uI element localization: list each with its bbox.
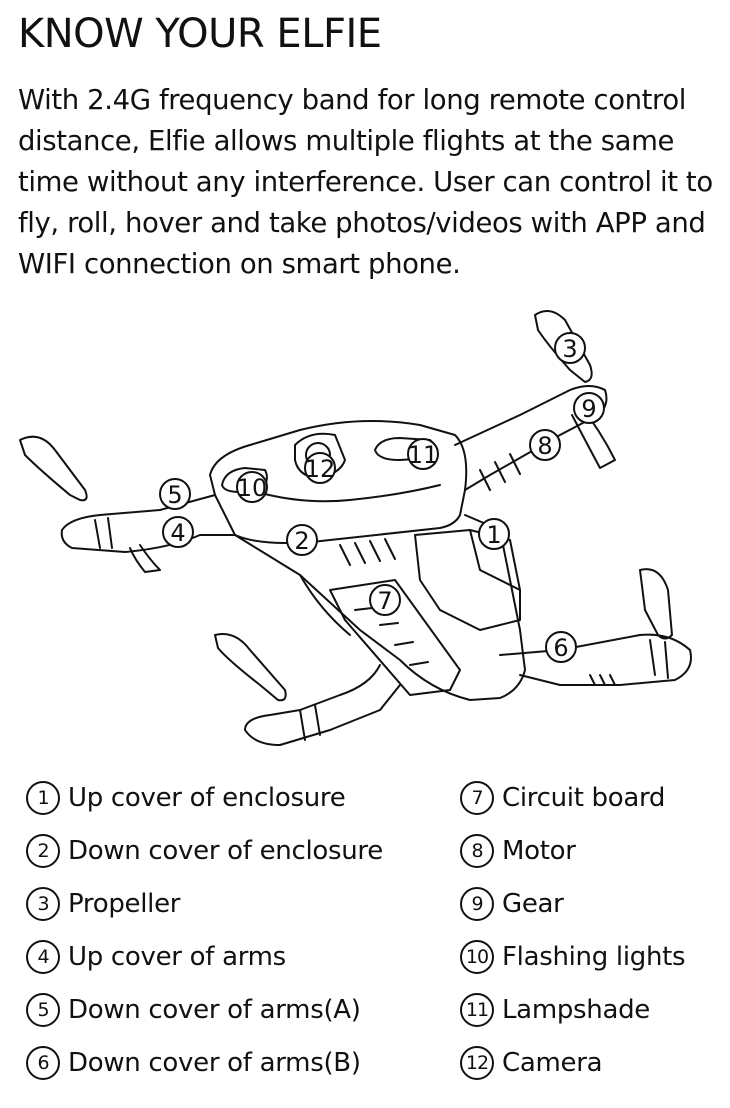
- flashing-light: [221, 467, 268, 493]
- callout-4: [162, 516, 194, 548]
- page-title: KNOW YOUR ELFIE: [18, 11, 382, 57]
- callout-7: [369, 584, 401, 616]
- callout-12-label: 12: [305, 455, 336, 483]
- legend-number: 2: [26, 834, 60, 868]
- callout-10-label: 10: [237, 474, 268, 502]
- callout-11: [407, 438, 439, 470]
- legend-number: 4: [26, 940, 60, 974]
- legend-label: Propeller: [68, 889, 181, 919]
- callout-12: [304, 452, 336, 484]
- callout-3-label: 3: [562, 335, 577, 363]
- legend-label: Up cover of arms: [68, 942, 286, 972]
- legend-item: 1 Up cover of enclosure: [26, 778, 346, 818]
- callout-5-label: 5: [167, 481, 182, 509]
- legend-item: 10 Flashing lights: [460, 937, 686, 977]
- legend-item: 12 Camera: [460, 1043, 603, 1083]
- legend-number: 7: [460, 781, 494, 815]
- intro-paragraph: With 2.4G frequency band for long remote…: [18, 84, 713, 280]
- callout-2: [286, 524, 318, 556]
- callout-6-label: 6: [553, 634, 568, 662]
- legend-label: Up cover of enclosure: [68, 783, 346, 813]
- legend-item: 3 Propeller: [26, 884, 180, 924]
- legend-label: Circuit board: [502, 783, 666, 813]
- legend-label: Down cover of enclosure: [68, 836, 383, 866]
- callout-5: [159, 478, 191, 510]
- legend-label: Down cover of arms(A): [68, 995, 361, 1025]
- legend-number: 5: [26, 993, 60, 1027]
- callout-6: [545, 631, 577, 663]
- legend-number: 6: [26, 1046, 60, 1080]
- arm-right-front: [499, 633, 692, 686]
- legend-number: 8: [460, 834, 494, 868]
- propeller-right-rear: [534, 310, 593, 383]
- callout-10: [236, 471, 268, 503]
- propeller-left-rear: [214, 633, 287, 702]
- legend-number: 11: [460, 993, 494, 1027]
- callout-1: [478, 518, 510, 550]
- legend-item: 9 Gear: [460, 884, 564, 924]
- callout-7-label: 7: [377, 587, 392, 615]
- circuit-board: [329, 579, 461, 696]
- legend-label: Camera: [502, 1048, 603, 1078]
- legend-label: Gear: [502, 889, 564, 919]
- legend-number: 1: [26, 781, 60, 815]
- legend-label: Motor: [502, 836, 576, 866]
- callout-2-label: 2: [294, 527, 309, 555]
- propeller-left-front: [19, 435, 88, 502]
- callout-8: [529, 429, 561, 461]
- drone-diagram: 1 2 3 4 5 6 7 8 9 10 11 12: [19, 310, 692, 746]
- legend-item: 2 Down cover of enclosure: [26, 831, 383, 871]
- legend-number: 9: [460, 887, 494, 921]
- legend-item: 5 Down cover of arms(A): [26, 990, 361, 1030]
- legend-item: 7 Circuit board: [460, 778, 665, 818]
- callout-9-label: 9: [581, 395, 596, 423]
- legend-number: 3: [26, 887, 60, 921]
- legend-item: 6 Down cover of arms(B): [26, 1043, 361, 1083]
- callout-4-label: 4: [170, 519, 185, 547]
- callout-11-label: 11: [408, 441, 439, 469]
- callout-9: [573, 392, 605, 424]
- callout-8-label: 8: [537, 432, 552, 460]
- arm-left-front: [60, 494, 236, 553]
- callout-1-label: 1: [486, 521, 501, 549]
- arm-left-rear: [244, 664, 401, 746]
- drone-body-bottom: [234, 514, 526, 701]
- legend-label: Flashing lights: [502, 942, 686, 972]
- legend-item: 11 Lampshade: [460, 990, 650, 1030]
- legend-item: 8 Motor: [460, 831, 576, 871]
- legend-item: 4 Up cover of arms: [26, 937, 286, 977]
- legend-number: 10: [460, 940, 494, 974]
- legend-number: 12: [460, 1046, 494, 1080]
- callout-3: [554, 332, 586, 364]
- legend-label: Lampshade: [502, 995, 651, 1025]
- legend-label: Down cover of arms(B): [68, 1048, 361, 1078]
- propeller-right-front: [639, 568, 673, 640]
